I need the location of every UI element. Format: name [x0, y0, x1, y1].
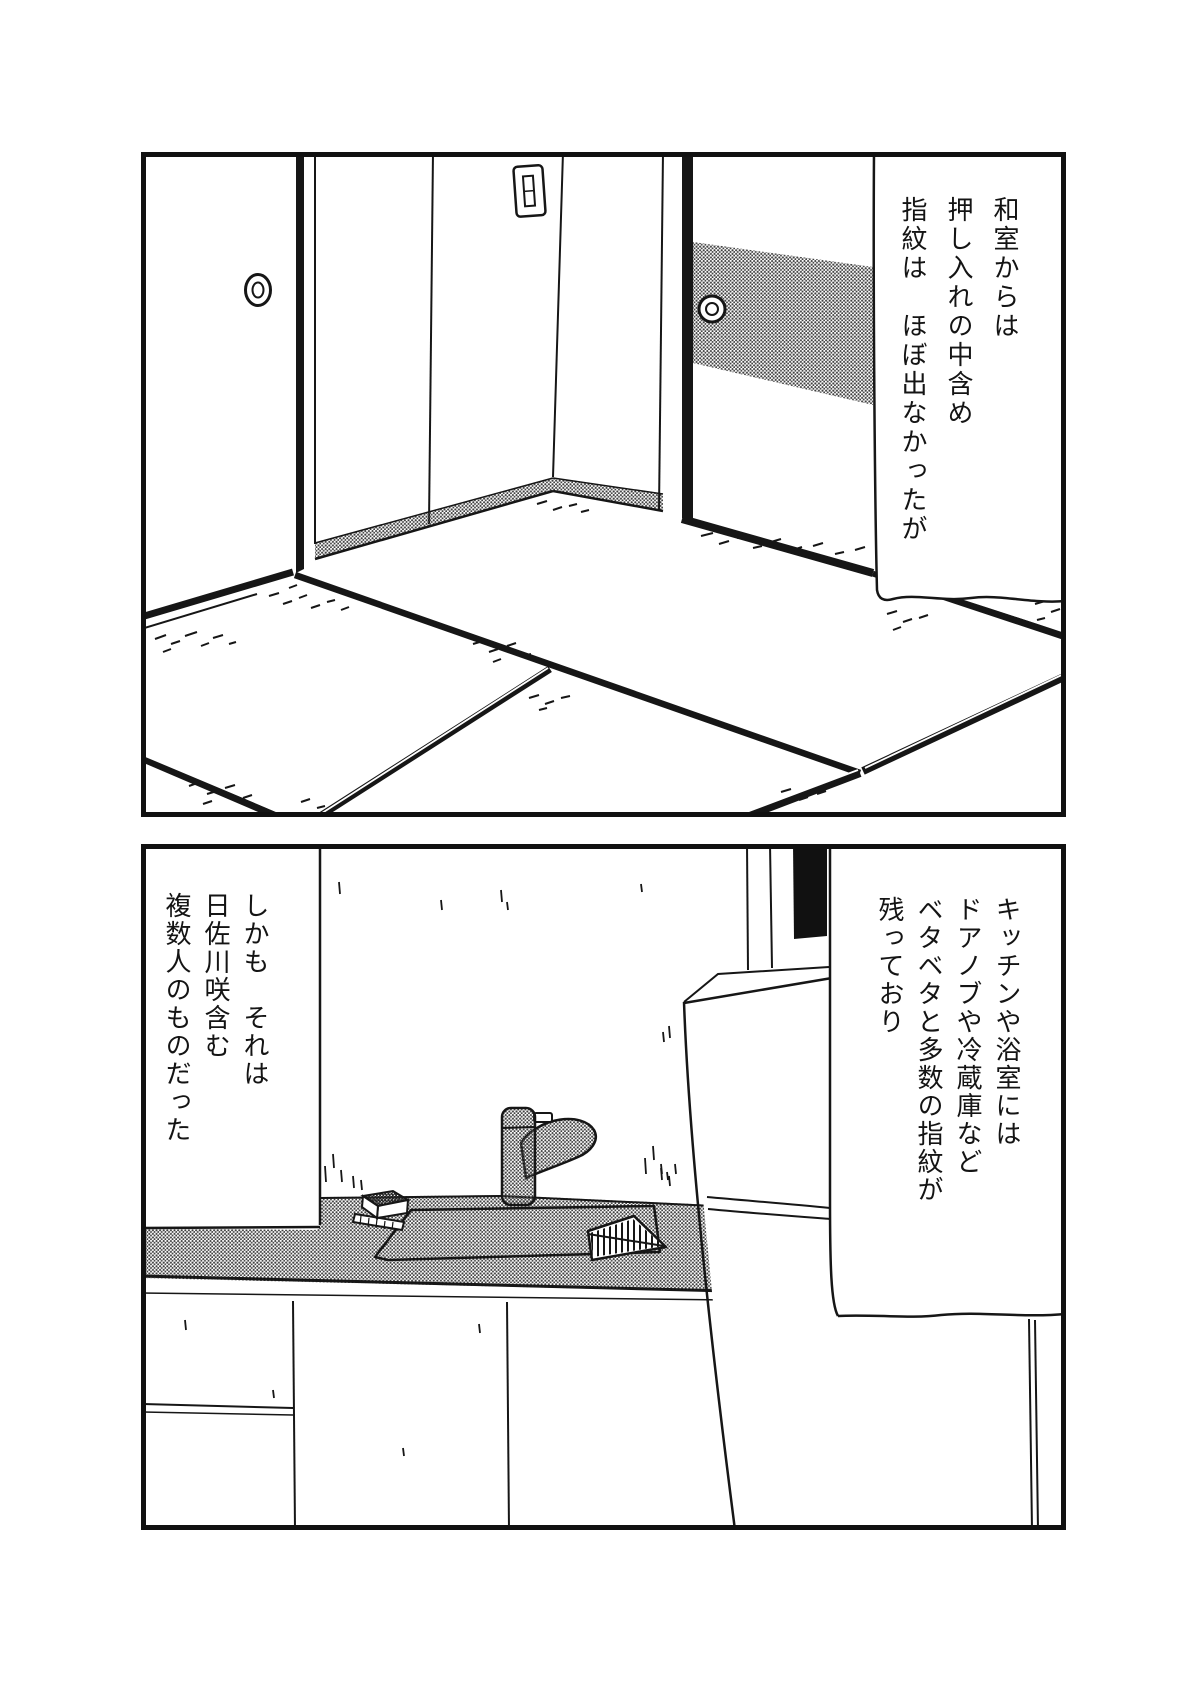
- left-door-frame: [296, 152, 304, 573]
- sponge: [351, 1189, 411, 1232]
- narration-column: キッチンや浴室には: [992, 896, 1022, 1148]
- baseboard: [314, 477, 664, 561]
- dark-gap: [793, 844, 827, 939]
- panel-kitchen: キッチンや浴室には ドアノブや冷蔵庫など ベタベタと多数の指紋が 残っており し…: [141, 844, 1066, 1530]
- tatami-room-scene: [141, 152, 1066, 817]
- left-door-pull-icon: [244, 273, 272, 307]
- narration-column: 残っており: [875, 896, 905, 1036]
- wall-hatching: [324, 881, 677, 1191]
- narration-block-right: キッチンや浴室には ドアノブや冷蔵庫など ベタベタと多数の指紋が 残っており: [870, 896, 1026, 1204]
- room-corner: [552, 152, 564, 478]
- wall-line: [746, 844, 749, 971]
- narration-column: 押し入れの中含め: [944, 196, 974, 428]
- light-switch: [512, 164, 547, 218]
- narration-box: [141, 844, 322, 1230]
- narration-column: ドアノブや冷蔵庫など: [953, 896, 983, 1176]
- wall-line: [769, 844, 773, 969]
- right-sliding-door: [693, 242, 873, 405]
- narration-block-left: しかも それは 日佐川咲含む 複数人のものだった: [157, 892, 274, 1144]
- base-cabinets: [142, 1300, 757, 1530]
- narration-column: ベタベタと多数の指紋が: [914, 896, 944, 1204]
- panel-border: [141, 152, 1066, 817]
- kitchen-scene: [141, 844, 1066, 1530]
- panel-tatami-room: 和室からは 押し入れの中含め 指紋は ほぼ出なかったが: [141, 152, 1066, 817]
- narration-column: しかも それは: [240, 892, 270, 1088]
- hanging-cloth: [828, 844, 1066, 1318]
- faucet: [500, 1106, 597, 1207]
- right-door-frame: [682, 152, 693, 521]
- panel-border: [141, 844, 1066, 1530]
- tatami-floor: [141, 515, 1066, 817]
- narration-column: 和室からは: [990, 196, 1020, 341]
- sink-corner-rack: [586, 1214, 668, 1262]
- sink: [373, 1204, 662, 1262]
- hanging-cloth: [872, 152, 1066, 603]
- narration-column: 指紋は ほぼ出なかったが: [898, 196, 928, 544]
- narration-column: 日佐川咲含む: [201, 892, 231, 1060]
- wall-seam: [428, 152, 434, 525]
- narration-column: 複数人のものだった: [162, 892, 192, 1144]
- narration-block: 和室からは 押し入れの中含め 指紋は ほぼ出なかったが: [890, 196, 1028, 544]
